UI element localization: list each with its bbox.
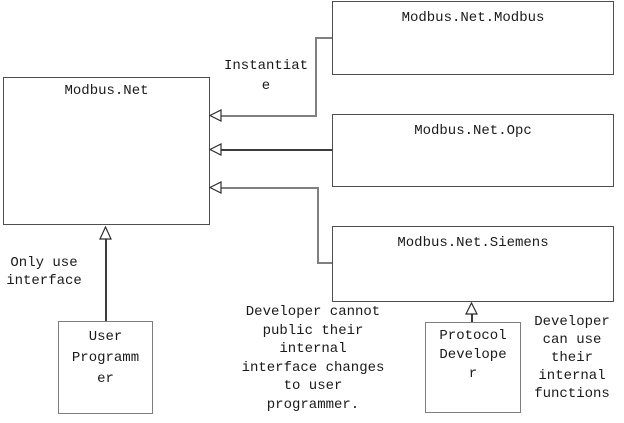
box-protocol-developer-label: Protocol Develope r xyxy=(439,328,507,382)
box-modbus-net-modbus-title: Modbus.Net.Modbus xyxy=(401,10,545,26)
box-modbus-net-siemens-title: Modbus.Net.Siemens xyxy=(397,235,549,251)
connector-user-programmer-shaft xyxy=(105,239,107,321)
connector-siemens-segment-vert xyxy=(317,187,319,264)
connector-modbus-segment-shaft xyxy=(221,115,317,117)
box-user-programmer-label: User Programm er xyxy=(71,329,140,387)
box-modbus-net-siemens: Modbus.Net.Siemens xyxy=(332,226,614,302)
box-user-programmer: User Programm er xyxy=(58,321,153,414)
connector-opc-segment-shaft xyxy=(221,149,332,151)
arrowhead-up-icon xyxy=(465,301,478,315)
connector-modbus-segment-top xyxy=(315,37,332,39)
arrowhead-left-icon xyxy=(208,143,222,156)
annotation-developer-cannot: Developer cannot public their internal i… xyxy=(241,304,385,413)
connector-siemens-segment-bottom xyxy=(317,262,332,264)
arrowhead-left-icon xyxy=(208,181,222,194)
annotation-only-use-interface: Only use interface xyxy=(6,255,82,289)
connector-modbus-segment-vert xyxy=(315,37,317,117)
arrowhead-up-icon xyxy=(99,225,112,240)
box-modbus-net-title: Modbus.Net xyxy=(64,83,149,99)
box-modbus-net-opc: Modbus.Net.Opc xyxy=(332,114,614,187)
connector-siemens-segment-shaft xyxy=(221,187,319,189)
connector-protocol-developer-shaft xyxy=(471,314,473,322)
box-modbus-net-modbus: Modbus.Net.Modbus xyxy=(332,1,614,75)
box-protocol-developer: Protocol Develope r xyxy=(425,322,521,413)
annotation-instantiate: Instantiat e xyxy=(223,58,308,94)
arrowhead-left-icon xyxy=(208,109,222,122)
annotation-developer-can: Developer can use their internal functio… xyxy=(534,314,610,402)
box-modbus-net-opc-title: Modbus.Net.Opc xyxy=(414,123,532,139)
box-modbus-net: Modbus.Net xyxy=(3,77,210,225)
